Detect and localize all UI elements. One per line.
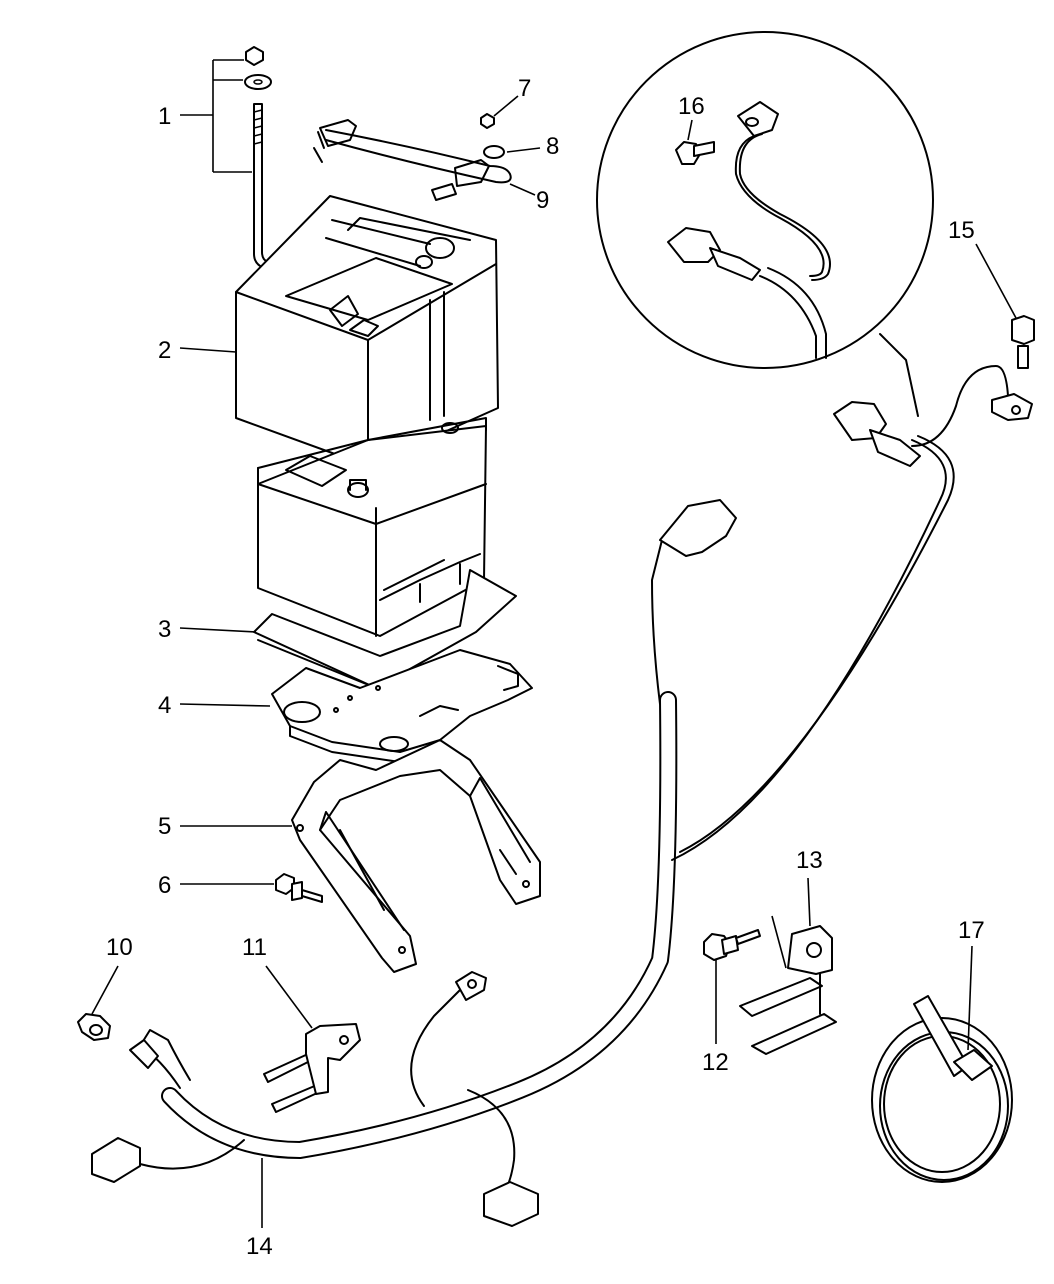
terminal-detail-circle xyxy=(596,31,934,417)
cable-bracket xyxy=(263,1023,361,1113)
battery xyxy=(257,417,487,637)
callout-5: 5 xyxy=(158,813,171,840)
callout-10: 10 xyxy=(106,934,133,961)
callout-2: 2 xyxy=(158,337,171,364)
hold-down-nut xyxy=(480,113,495,129)
battery-tray xyxy=(271,649,533,763)
battery-thermal-guard xyxy=(235,195,499,467)
bracket-bolt xyxy=(275,873,323,903)
callout-1: 1 xyxy=(158,103,171,130)
callout-4: 4 xyxy=(158,692,171,719)
bracket-screw xyxy=(703,929,761,961)
ground-bolt xyxy=(1011,315,1035,369)
callout-8: 8 xyxy=(546,133,559,160)
callout-16: 16 xyxy=(678,93,705,120)
battery-terminal-clamp xyxy=(833,365,1033,467)
push-nut xyxy=(77,1013,111,1041)
positive-cable-harness xyxy=(91,435,955,1227)
callout-6: 6 xyxy=(158,872,171,899)
callout-12: 12 xyxy=(702,1049,729,1076)
hold-down-washer xyxy=(483,145,505,159)
callout-14: 14 xyxy=(246,1233,273,1260)
cable-tie-strap xyxy=(871,995,1013,1183)
cable-retainer-bracket xyxy=(739,925,837,1055)
callout-3: 3 xyxy=(158,616,171,643)
callout-13: 13 xyxy=(796,847,823,874)
callout-7: 7 xyxy=(518,75,531,102)
callout-15: 15 xyxy=(948,217,975,244)
callout-17: 17 xyxy=(958,917,985,944)
hold-down-bolt-assembly xyxy=(180,46,277,271)
callout-11: 11 xyxy=(242,934,267,961)
tray-support-bracket xyxy=(291,739,541,973)
hold-down-clamp xyxy=(313,119,512,201)
callout-9: 9 xyxy=(536,187,549,214)
